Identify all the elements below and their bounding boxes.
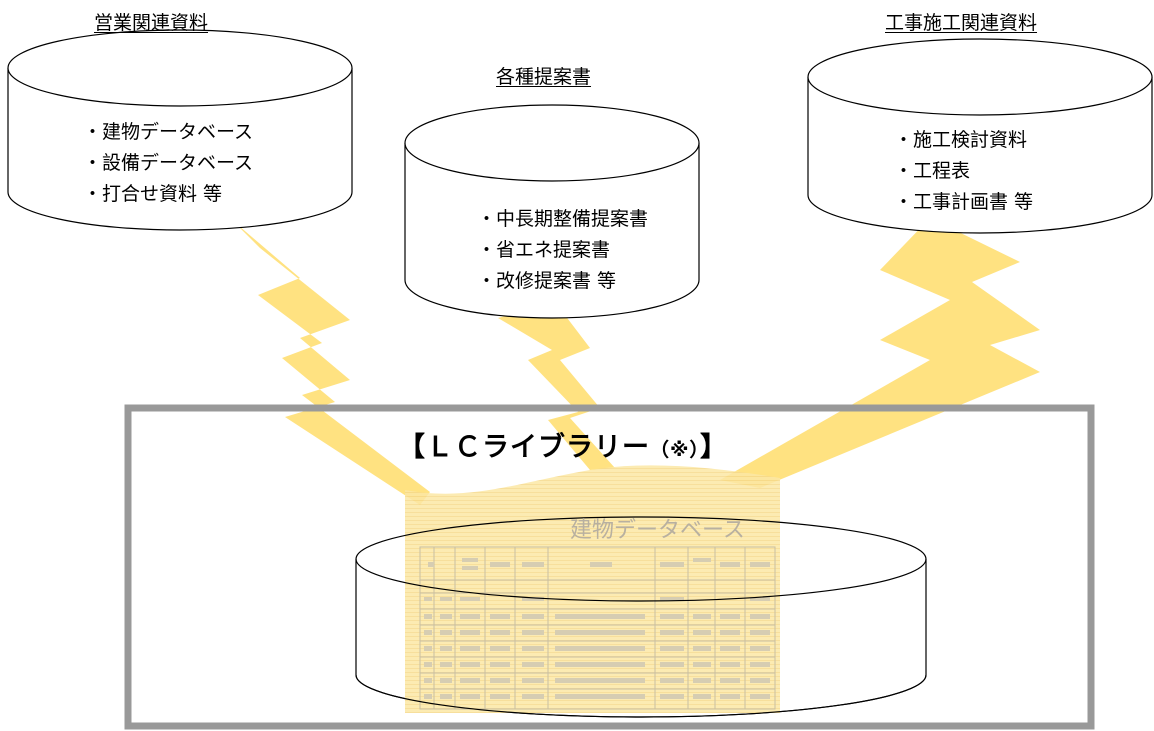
sales-item: ・打合せ資料 等: [83, 183, 223, 205]
bolt-proposals: [498, 302, 615, 470]
sales-items: ・建物データベース ・設備データベース ・打合せ資料 等: [83, 117, 253, 210]
proposals-item: ・省エネ提案書: [477, 239, 611, 261]
proposals-item: ・改修提案書 等: [477, 270, 617, 292]
cylinder-sales: [7, 29, 353, 231]
cylinder-proposals: [404, 104, 700, 319]
library-title-note: （※）: [650, 439, 700, 461]
proposals-item: ・中長期整備提案書: [477, 208, 649, 230]
database-sheet-title: 建物データベース: [570, 518, 745, 543]
proposals-title: 各種提案書: [496, 66, 592, 88]
sales-item: ・建物データベース: [83, 121, 254, 143]
construction-item: ・工程表: [894, 160, 971, 182]
construction-item: ・施工検討資料: [894, 129, 1028, 151]
sales-item: ・設備データベース: [83, 152, 254, 174]
sales-title: 営業関連資料: [94, 12, 209, 34]
database-table: [419, 546, 776, 710]
construction-item: ・工事計画書 等: [894, 191, 1034, 213]
proposals-items: ・中長期整備提案書 ・省エネ提案書 ・改修提案書 等: [477, 204, 648, 297]
bolt-construction: [720, 218, 1040, 488]
database-sheet: [405, 465, 780, 713]
library-cylinder-bottom-rim: [355, 674, 927, 718]
cylinder-construction: [807, 38, 1153, 234]
library-frame: [124, 404, 1095, 730]
library-title: 【ＬＣライブラリー（※）】: [398, 425, 728, 464]
library-title-close: 】: [699, 432, 728, 463]
construction-items: ・施工検討資料 ・工程表 ・工事計画書 等: [894, 125, 1033, 218]
construction-title: 工事施工関連資料: [885, 12, 1038, 34]
library-title-main: 【ＬＣライブラリー: [398, 432, 650, 463]
library-cylinder-top: [355, 516, 927, 602]
database-table-cells: [424, 558, 770, 699]
bolt-sales: [232, 220, 430, 505]
